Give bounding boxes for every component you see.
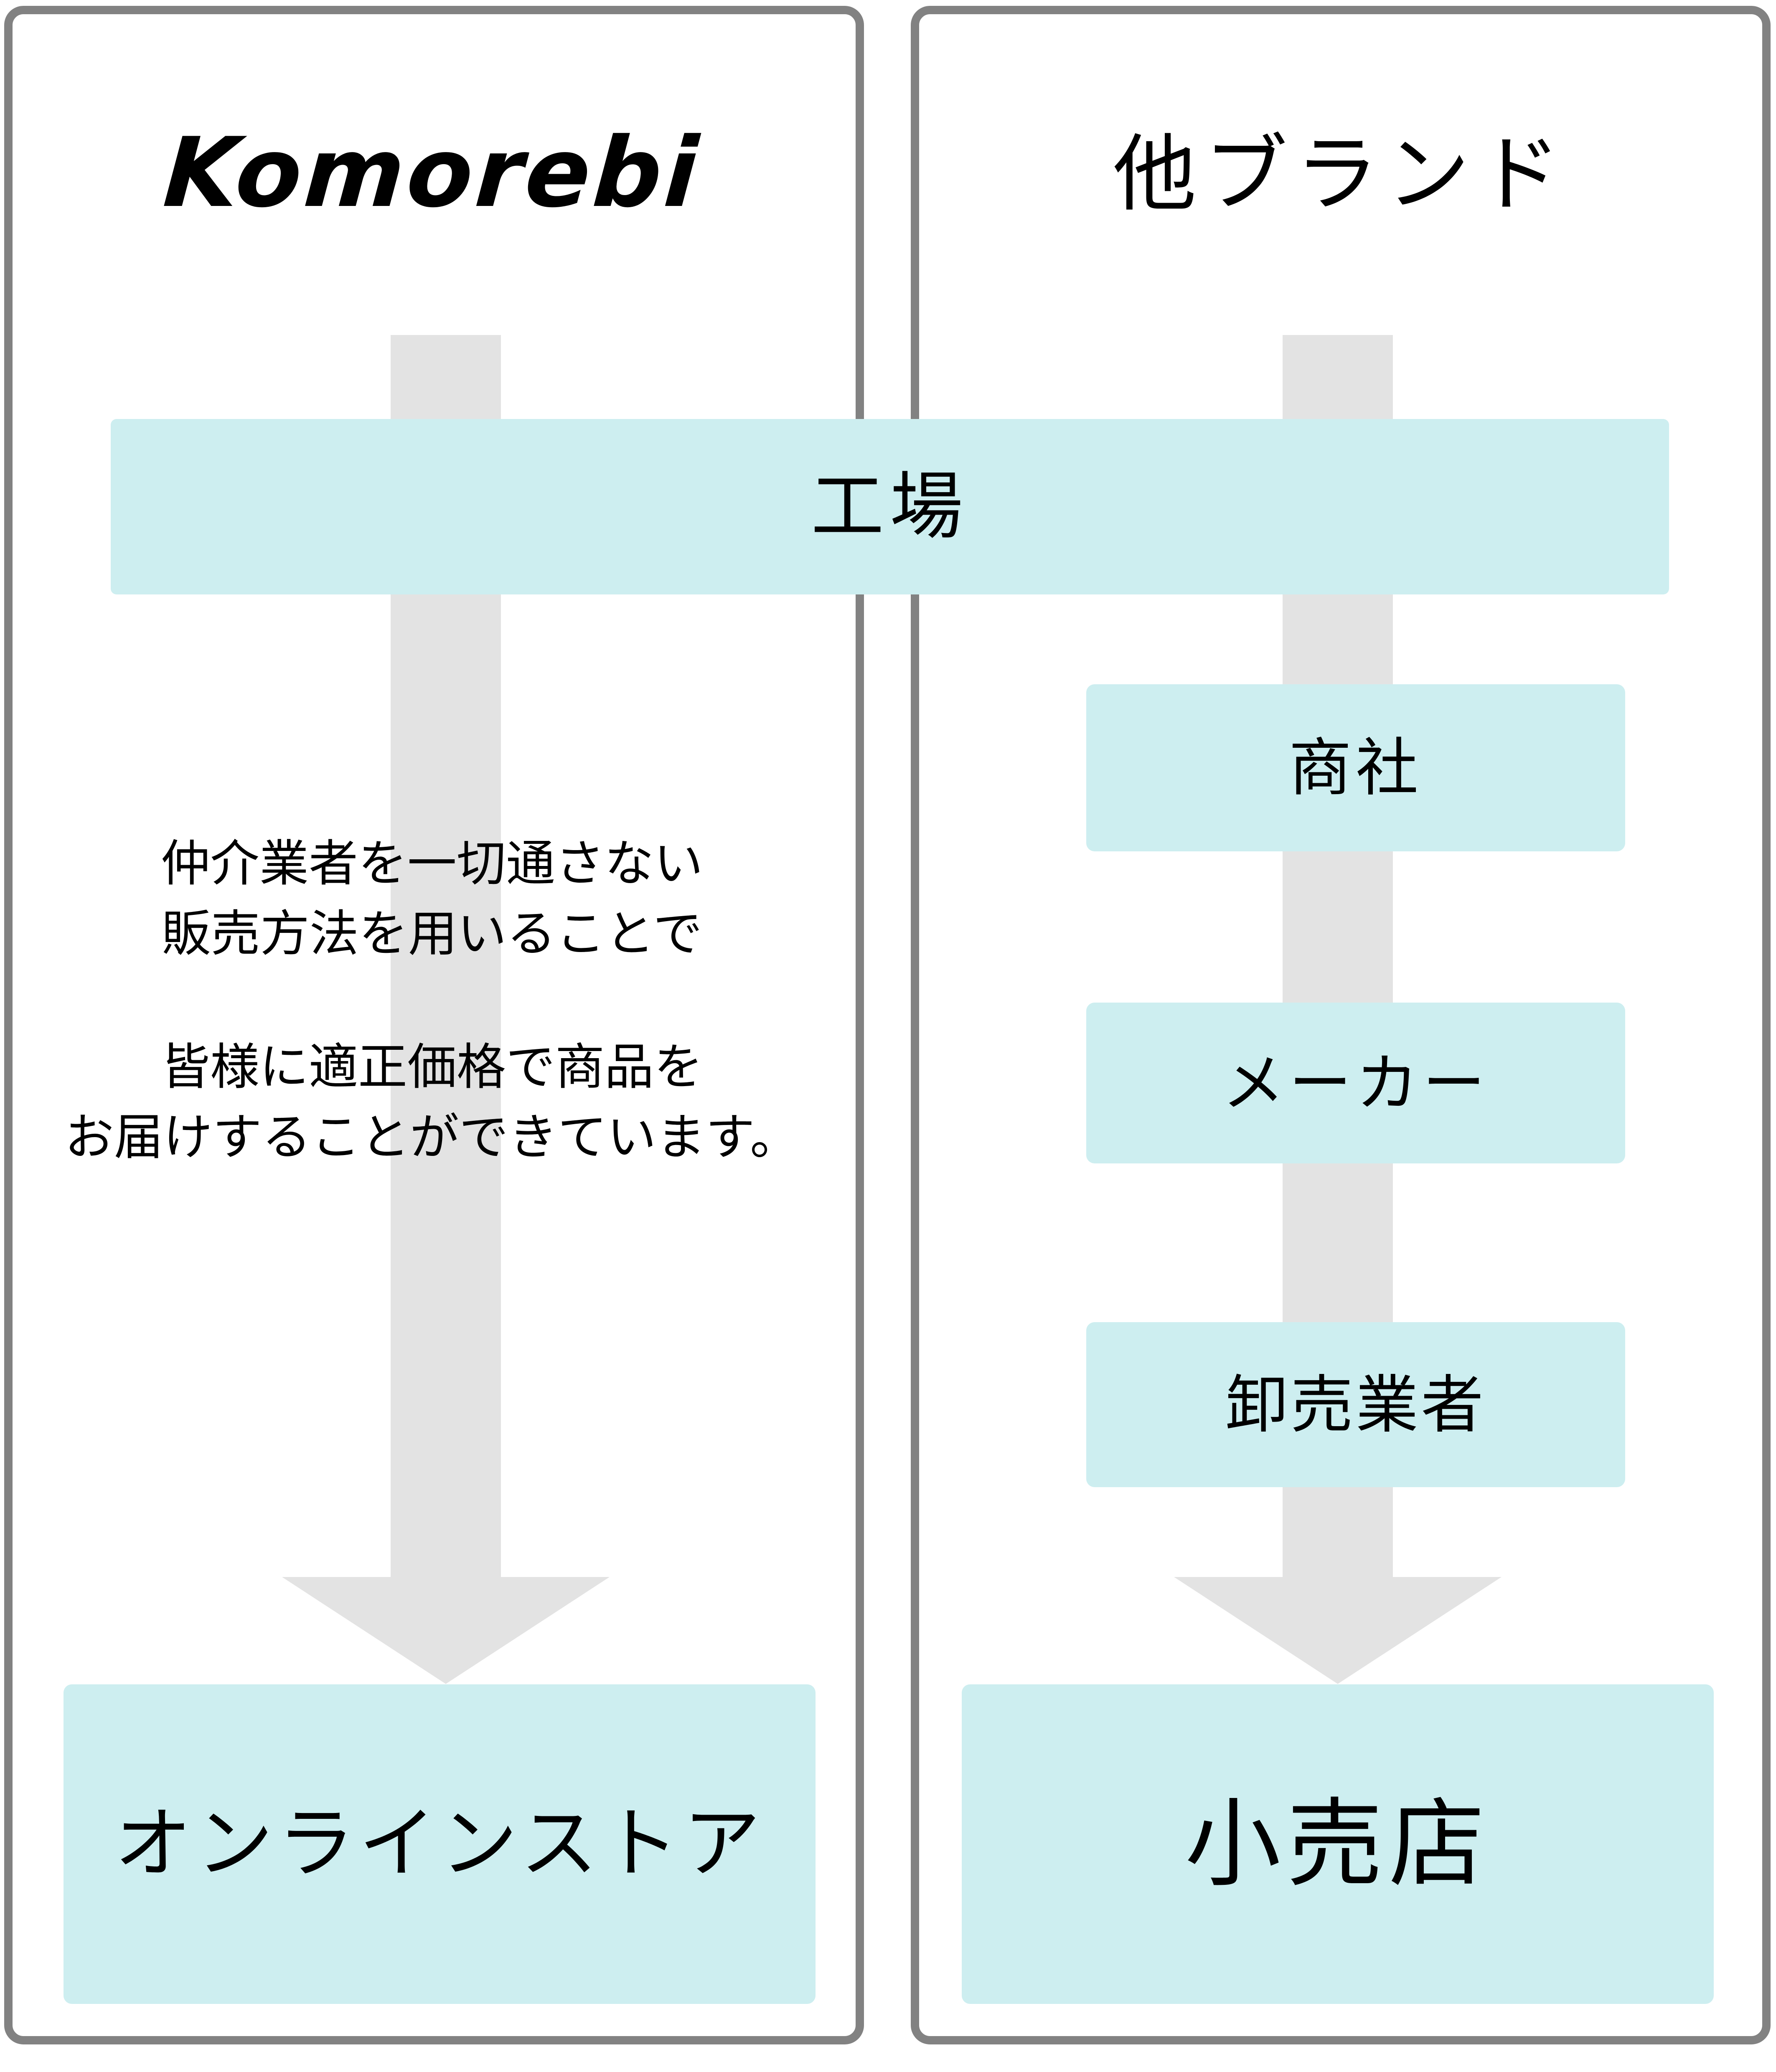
panel-title-komorebi: Komorebi (160, 117, 704, 229)
description-line-4: お届けすることができています。 (64, 1110, 800, 1165)
description-line-3: 皆様に適正価格で商品を (160, 1040, 703, 1095)
description-paragraph-1: 仲介業者を一切通さない 販売方法を用いることで (0, 829, 864, 969)
node-trading-company: 商社 (1086, 684, 1625, 851)
description-line-1: 仲介業者を一切通さない (160, 836, 703, 891)
arrow-head-left (282, 1577, 610, 1684)
node-retail-store: 小売店 (962, 1684, 1714, 2004)
left-panel-description: 仲介業者を一切通さない 販売方法を用いることで 皆様に適正価格で商品を お届けす… (0, 829, 864, 1173)
node-factory: 工場 (111, 419, 1669, 594)
arrow-head-right (1174, 1577, 1502, 1684)
node-wholesaler: 卸売業者 (1086, 1322, 1625, 1487)
node-maker: メーカー (1086, 1003, 1625, 1163)
node-online-store: オンラインストア (64, 1684, 816, 2004)
description-paragraph-2: 皆様に適正価格で商品を お届けすることができています。 (0, 1033, 864, 1173)
description-line-2: 販売方法を用いることで (161, 906, 703, 962)
panel-title-other-brands: 他ブランド (1113, 128, 1568, 221)
